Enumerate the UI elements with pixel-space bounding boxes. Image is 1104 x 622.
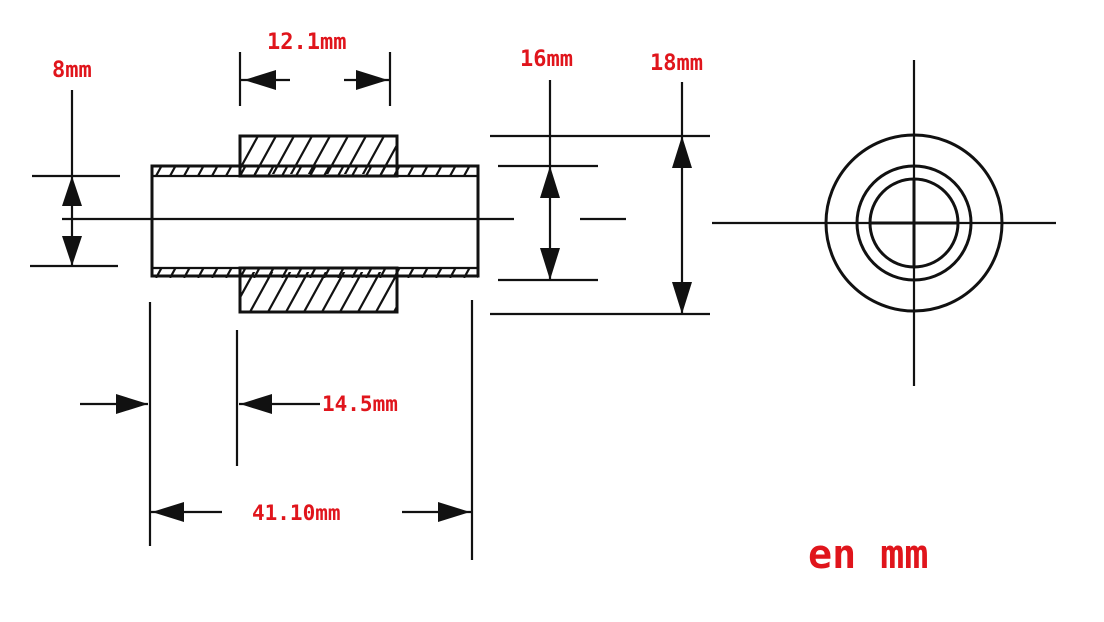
outer-body-arrow-down: [540, 248, 560, 280]
length-arrow-right: [438, 502, 470, 522]
hatch-line: [463, 166, 471, 176]
shoulder-arrow-right: [240, 394, 272, 414]
outer-body-label: 16mm: [520, 47, 573, 72]
flange-diameter-arrow-down: [672, 282, 692, 314]
shoulder-dimension: [80, 302, 320, 546]
hatch-line: [155, 166, 163, 176]
hatch-line: [169, 166, 177, 176]
hatch-line: [200, 136, 222, 176]
units-note: en mm: [808, 532, 928, 578]
hatch-line: [253, 166, 261, 176]
hatch-line: [281, 166, 289, 176]
hatch-line: [289, 136, 313, 174]
flange-width-arrow-right: [356, 70, 388, 90]
end-view-body-circle: [855, 164, 973, 282]
bore-arrow-up: [62, 176, 82, 206]
shoulder-arrow-left: [116, 394, 148, 414]
hatch-line: [225, 166, 233, 176]
bore-arrow-down: [62, 236, 82, 266]
flange-width-label: 12.1mm: [267, 30, 346, 55]
tube-outline: [150, 164, 480, 278]
hatch-line: [351, 166, 359, 176]
outer-body-arrow-up: [540, 166, 560, 198]
side-section-view: [62, 134, 514, 314]
bore-label: 8mm: [52, 58, 92, 83]
flange-diameter-label: 18mm: [650, 51, 703, 76]
hatch-line: [240, 136, 259, 172]
hatch-line: [309, 166, 317, 176]
hatch-line: [449, 166, 457, 176]
shoulder-label: 14.5mm: [322, 392, 398, 416]
hatch-line: [416, 136, 438, 176]
diameter-dimensions: [490, 80, 710, 316]
hatch-line: [323, 166, 331, 176]
flange-width-arrow-left: [244, 70, 276, 90]
length-arrow-left: [152, 502, 184, 522]
hatch-line: [295, 166, 303, 176]
hatch-line: [211, 166, 219, 176]
hatch-line: [183, 166, 191, 176]
hatch-line: [421, 166, 429, 176]
flange-width-dimension: [238, 52, 392, 106]
flange-diameter-arrow-up: [672, 136, 692, 168]
hatch-line: [307, 136, 331, 174]
end-view: [712, 60, 1056, 386]
hatch-line: [361, 136, 385, 174]
hatch-line: [407, 166, 415, 176]
bore-dimension: [30, 90, 120, 268]
hatch-line: [142, 166, 148, 176]
total-length-label: 41.10mm: [252, 501, 341, 525]
hatch-line: [398, 136, 420, 176]
hatch-line: [325, 136, 349, 174]
hatch-line: [365, 166, 373, 176]
hatch-line: [379, 166, 387, 176]
hatch-line: [337, 166, 345, 176]
hatch-line: [267, 166, 275, 176]
total-length-dimension: [150, 300, 474, 560]
hatch-line: [142, 268, 148, 278]
hatch-line: [343, 136, 367, 174]
end-view-outer-circle: [824, 133, 1004, 313]
hatch-line: [271, 136, 295, 174]
hatch-line: [197, 166, 205, 176]
hatch-line: [435, 166, 443, 176]
